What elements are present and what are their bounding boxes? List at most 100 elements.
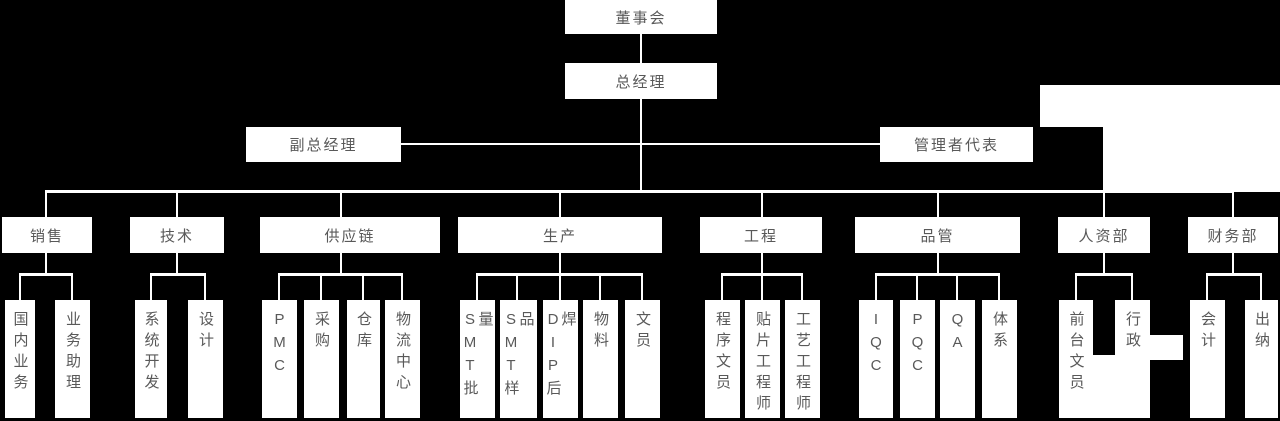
node-smt-batch: SMT批量 — [460, 300, 495, 418]
connector-drop-quality — [937, 190, 939, 217]
node-management-representative: 管理者代表 — [880, 127, 1033, 162]
connector-leafdrop — [150, 273, 152, 300]
connector-leafdrop — [476, 273, 478, 300]
connector-leafdrop — [599, 273, 601, 300]
connector-leafdrop — [1131, 273, 1133, 300]
leaf-label: 仓库 — [355, 311, 372, 353]
connector-drop-engineering — [761, 190, 763, 217]
leaf-label: SMT样品 — [502, 311, 535, 401]
connector-leafdrop — [278, 273, 280, 300]
connector-drop-technology — [176, 190, 178, 217]
node-general-manager-label: 总经理 — [615, 73, 667, 91]
node-dip-soldering: DIP后焊 — [543, 300, 578, 418]
dept-label: 销售 — [29, 227, 64, 245]
leaf-label: 工艺工程师 — [794, 311, 811, 416]
connector-rail-hr — [1076, 273, 1132, 276]
node-process-engineer: 工艺工程师 — [785, 300, 820, 418]
node-management-representative-label: 管理者代表 — [913, 137, 999, 154]
node-dept-sales: 销售 — [2, 217, 92, 253]
connector-stem-sales — [45, 253, 47, 275]
node-board-label: 董事会 — [615, 9, 667, 27]
connector-leafdrop — [204, 273, 206, 300]
leaf-label: 出纳 — [1253, 311, 1270, 353]
node-dept-quality: 品管 — [855, 217, 1020, 253]
dept-label: 生产 — [542, 227, 577, 245]
leaf-label: 物流中心 — [394, 311, 411, 395]
leaf-label: 国内业务 — [11, 311, 29, 395]
connector-stem-finance — [1232, 253, 1234, 275]
connector-leafdrop — [956, 273, 958, 300]
connector-rail-supply-chain — [279, 273, 402, 276]
leaf-label: 贴片工程师 — [754, 311, 771, 416]
leaf-label: QA — [949, 311, 966, 357]
connector-leafdrop — [761, 273, 763, 300]
dept-label: 工程 — [743, 227, 778, 245]
node-iqc: IQC — [859, 300, 893, 418]
node-pqc: PQC — [900, 300, 935, 418]
connector-rail-sales — [20, 273, 73, 276]
leaf-label: 行政 — [1124, 311, 1141, 353]
connector-leafdrop — [721, 273, 723, 300]
connector-leafdrop — [516, 273, 518, 300]
dept-label: 财务部 — [1207, 227, 1259, 245]
dept-label: 人资部 — [1078, 227, 1130, 245]
node-dept-supply-chain: 供应链 — [260, 217, 440, 253]
node-qa: QA — [940, 300, 975, 418]
connector-distributor — [46, 190, 1234, 193]
dept-label: 技术 — [159, 227, 194, 245]
node-warehouse: 仓库 — [347, 300, 380, 418]
node-deputy-general-manager-label: 副总经理 — [289, 137, 358, 154]
connector-leafdrop — [362, 273, 364, 300]
background-panel — [1150, 335, 1183, 360]
background-panel — [1103, 127, 1280, 192]
connector-drop-production — [559, 190, 561, 217]
node-system-development: 系统开发 — [135, 300, 167, 418]
connector-deputy-rep — [401, 143, 880, 145]
node-smt-engineer: 贴片工程师 — [745, 300, 780, 418]
node-dept-production: 生产 — [458, 217, 662, 253]
node-pmc: PMC — [262, 300, 297, 418]
node-general-manager: 总经理 — [565, 63, 717, 99]
connector-stem-hr — [1103, 253, 1105, 275]
leaf-label: DIP后焊 — [544, 311, 577, 401]
node-design: 设计 — [188, 300, 223, 418]
node-clerk: 文员 — [625, 300, 660, 418]
node-smt-sample: SMT样品 — [500, 300, 537, 418]
node-dept-finance: 财务部 — [1188, 217, 1278, 253]
leaf-label: 设计 — [197, 311, 214, 353]
node-domestic-business: 国内业务 — [5, 300, 35, 418]
leaf-label: 前台文员 — [1067, 311, 1085, 395]
connector-stem-technology — [176, 253, 178, 275]
connector-leafdrop — [559, 273, 561, 300]
node-quality-system: 体系 — [982, 300, 1017, 418]
leaf-label: PMC — [271, 311, 288, 380]
node-dept-engineering: 工程 — [700, 217, 822, 253]
connector-leafdrop — [71, 273, 73, 300]
connector-stem-production — [559, 253, 561, 275]
leaf-label: 系统开发 — [142, 311, 160, 395]
node-dept-technology: 技术 — [130, 217, 224, 253]
connector-leafdrop — [641, 273, 643, 300]
leaf-label: 业务助理 — [64, 311, 81, 395]
connector-drop-hr — [1103, 190, 1105, 217]
connector-stem-engineering — [761, 253, 763, 275]
connector-leafdrop — [1206, 273, 1208, 300]
leaf-label: 文员 — [634, 311, 651, 353]
leaf-label: 会计 — [1199, 311, 1216, 353]
connector-stem-quality — [937, 253, 939, 275]
node-admin: 行政 — [1115, 300, 1150, 418]
node-dept-hr: 人资部 — [1058, 217, 1150, 253]
connector-rail-quality — [876, 273, 999, 276]
connector-rail-technology — [151, 273, 205, 276]
leaf-label: 物料 — [592, 311, 609, 353]
connector-rail-finance — [1207, 273, 1261, 276]
node-logistics-center: 物流中心 — [385, 300, 420, 418]
leaf-label: 程序文员 — [714, 311, 731, 395]
leaf-label: PQC — [909, 311, 926, 380]
node-cashier: 出纳 — [1245, 300, 1278, 418]
connector-leafdrop — [1075, 273, 1077, 300]
leaf-label: IQC — [867, 311, 885, 380]
connector-leafdrop — [875, 273, 877, 300]
node-materials: 物料 — [583, 300, 618, 418]
connector-drop-sales — [45, 190, 47, 217]
